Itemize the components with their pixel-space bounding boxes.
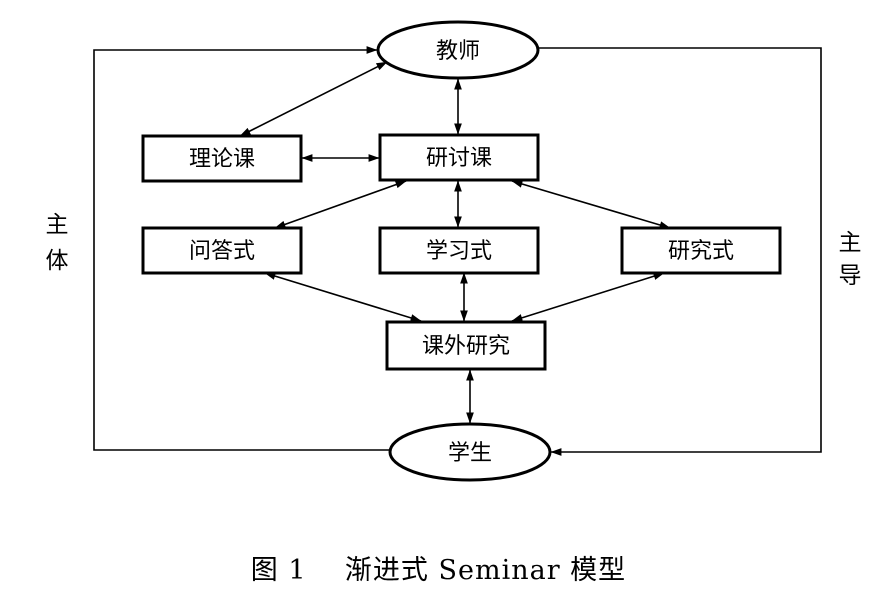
seminar-research-arrow bbox=[511, 180, 671, 229]
outside-research-label: 课外研究 bbox=[422, 334, 510, 359]
left-side-label: 主 体 bbox=[46, 212, 69, 274]
study-style-label: 学习式 bbox=[426, 239, 492, 264]
student-ellipse bbox=[388, 422, 552, 482]
qa-outside-research-arrow bbox=[264, 272, 422, 322]
outside-research-node: 课外研究 bbox=[385, 320, 547, 371]
left-side-char-2: 体 bbox=[46, 248, 69, 274]
outside-research-box bbox=[385, 320, 547, 371]
seminar-qa-arrow bbox=[274, 180, 407, 229]
research-style-label: 研究式 bbox=[668, 239, 734, 264]
teacher-label: 教师 bbox=[436, 39, 480, 64]
theory-course-label: 理论课 bbox=[189, 147, 255, 172]
student-node: 学生 bbox=[388, 422, 552, 482]
study-style-box bbox=[378, 226, 540, 275]
research-outside-research-arrow bbox=[511, 272, 665, 322]
teacher-ellipse bbox=[376, 20, 540, 80]
left-side-char-1: 主 bbox=[46, 212, 69, 238]
teacher-theory-arrow bbox=[239, 61, 388, 137]
theory-course-box bbox=[141, 134, 303, 183]
right-side-char-1: 主 bbox=[839, 230, 862, 256]
right-side-char-2: 导 bbox=[839, 263, 862, 289]
seminar-course-label: 研讨课 bbox=[426, 146, 492, 171]
seminar-course-box bbox=[378, 133, 540, 182]
figure-title: 渐进式 Seminar 模型 bbox=[344, 555, 627, 586]
figure-caption: 图 1 渐进式 Seminar 模型 bbox=[0, 548, 877, 587]
study-style-node: 学习式 bbox=[378, 226, 540, 275]
right-side-label: 主 导 bbox=[839, 230, 862, 289]
teacher-node: 教师 bbox=[376, 20, 540, 80]
figure-number: 图 1 bbox=[250, 555, 307, 586]
right-loop-arrow bbox=[538, 47, 822, 456]
qa-style-node: 问答式 bbox=[141, 226, 303, 275]
theory-course-node: 理论课 bbox=[141, 134, 303, 183]
seminar-course-node: 研讨课 bbox=[378, 133, 540, 182]
qa-style-label: 问答式 bbox=[189, 239, 255, 264]
seminar-model-diagram: 教师 理论课 研讨课 问答式 学习式 研究式 课外研究 学生 bbox=[46, 20, 862, 482]
research-style-node: 研究式 bbox=[620, 226, 782, 275]
research-style-box bbox=[620, 226, 782, 275]
qa-style-box bbox=[141, 226, 303, 275]
left-loop-arrow bbox=[93, 46, 390, 451]
student-label: 学生 bbox=[448, 441, 492, 466]
